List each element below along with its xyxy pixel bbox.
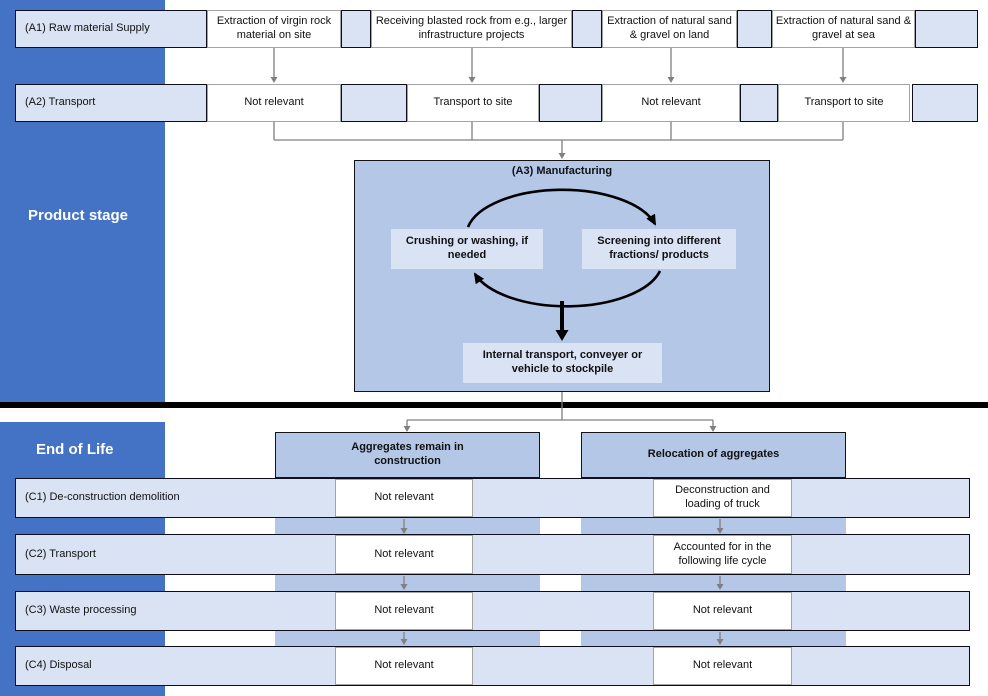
c4-col2-box: Not relevant: [653, 647, 792, 685]
c1-col1-box: Not relevant: [335, 479, 473, 517]
a2-transport-2: Transport to site: [407, 84, 539, 122]
row-label-a2: (A2) Transport: [15, 84, 207, 122]
a3-internal-transport-box: Internal transport, conveyer or vehicle …: [463, 343, 662, 383]
row-label-c4: (C4) Disposal: [15, 646, 970, 686]
end-of-life-label: End of Life: [36, 441, 114, 458]
a2-spacer-box: [539, 84, 602, 122]
a1-spacer-box: [572, 10, 602, 48]
c1-col2-box: Deconstruction and loading of truck: [653, 479, 792, 517]
a3-title: (A3) Manufacturing: [511, 165, 613, 178]
column-strip: [581, 518, 846, 534]
row-label-c1: (C1) De-construction demolition: [15, 478, 970, 518]
a2-transport-4: Transport to site: [778, 84, 910, 122]
a2-spacer-box: [912, 84, 978, 122]
column-strip: [581, 575, 846, 591]
c3-col1-box: Not relevant: [335, 592, 473, 630]
a3-screening-box: Screening into different fractions/ prod…: [582, 229, 736, 269]
a1-spacer-box: [341, 10, 371, 48]
row-label-a1: (A1) Raw material Supply: [15, 10, 207, 48]
column-strip: [275, 631, 540, 646]
row-label-c3: (C3) Waste processing: [15, 591, 970, 631]
row-label-c2: (C2) Transport: [15, 534, 970, 575]
a2-transport-3: Not relevant: [602, 84, 740, 122]
c2-col1-box: Not relevant: [335, 535, 473, 574]
a1-option-virgin-rock: Extraction of virgin rock material on si…: [207, 10, 341, 48]
product-stage-label: Product stage: [28, 207, 129, 224]
column-strip: [275, 575, 540, 591]
column-strip: [275, 518, 540, 534]
a2-spacer-box: [740, 84, 778, 122]
c3-col2-box: Not relevant: [653, 592, 792, 630]
a3-crushing-box: Crushing or washing, if needed: [391, 229, 543, 269]
a2-spacer-box: [341, 84, 407, 122]
c2-col2-box: Accounted for in the following life cycl…: [653, 535, 792, 574]
eol-column-remain: Aggregates remain in construction: [275, 432, 540, 478]
a1-spacer-box: [737, 10, 772, 48]
eol-column-relocation: Relocation of aggregates: [581, 432, 846, 478]
c4-col1-box: Not relevant: [335, 647, 473, 685]
a1-spacer-box: [915, 10, 978, 48]
column-strip: [581, 631, 846, 646]
stage-divider-line: [0, 402, 988, 408]
a2-transport-1: Not relevant: [207, 84, 341, 122]
a1-option-blasted-rock: Receiving blasted rock from e.g., larger…: [371, 10, 572, 48]
product-stage-sidebar: [0, 0, 165, 402]
a1-option-sand-sea: Extraction of natural sand & gravel at s…: [772, 10, 915, 48]
a1-option-sand-land: Extraction of natural sand & gravel on l…: [602, 10, 737, 48]
